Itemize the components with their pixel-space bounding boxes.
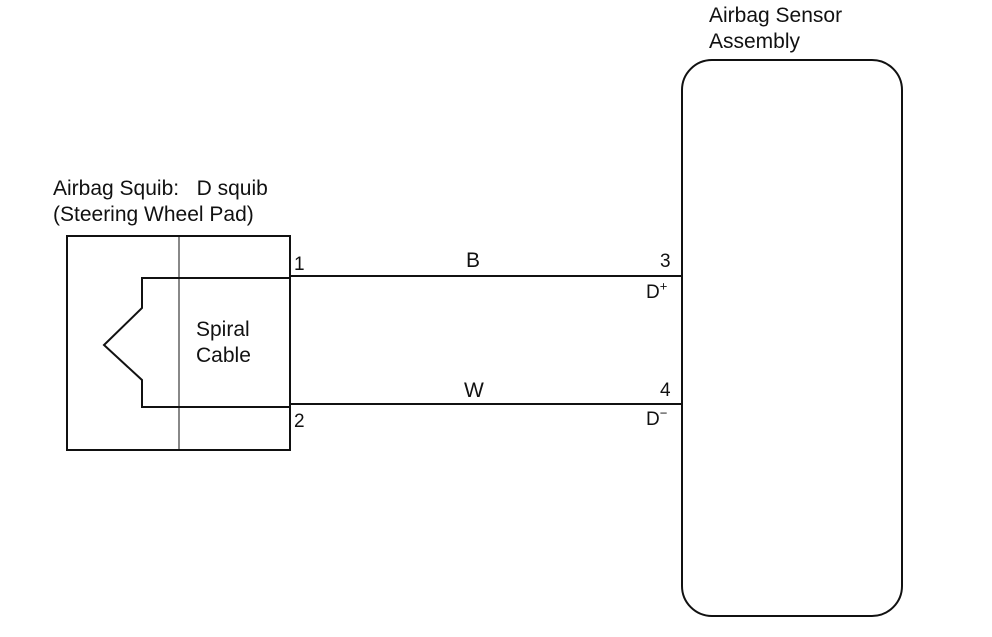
sensor-pin-4: 4	[660, 380, 671, 401]
sensor-pin-d-minus-polarity: −	[659, 405, 668, 421]
squib-subtitle: (Steering Wheel Pad)	[53, 203, 254, 226]
squib-title: Airbag Squib: D squib	[53, 176, 268, 202]
squib-title-line1: Airbag Squib:	[53, 177, 180, 200]
sensor-pin-d-plus: D+	[646, 280, 667, 306]
spiral-cable-label-line2: Cable	[196, 344, 251, 367]
squib-pin-2: 2	[294, 411, 305, 432]
spiral-cable-label-line1: Spiral	[196, 318, 250, 341]
sensor-title-line1: Airbag Sensor	[709, 4, 843, 27]
sensor-pin-3: 3	[660, 251, 671, 272]
sensor-assembly-box	[681, 59, 903, 617]
sensor-title-line2: Assembly	[709, 30, 801, 53]
squib-type: D squib	[196, 177, 268, 200]
sensor-pin-d-minus-name: D	[646, 409, 660, 430]
sensor-pin-d-plus-name: D	[646, 282, 660, 303]
sensor-pin-d-minus: D−	[646, 407, 667, 433]
wire-w-label: W	[464, 379, 484, 402]
sensor-pin-d-plus-polarity: +	[659, 278, 668, 294]
wire-b-label: B	[466, 249, 481, 272]
squib-pin-1: 1	[294, 254, 305, 275]
squib-element	[102, 277, 290, 408]
